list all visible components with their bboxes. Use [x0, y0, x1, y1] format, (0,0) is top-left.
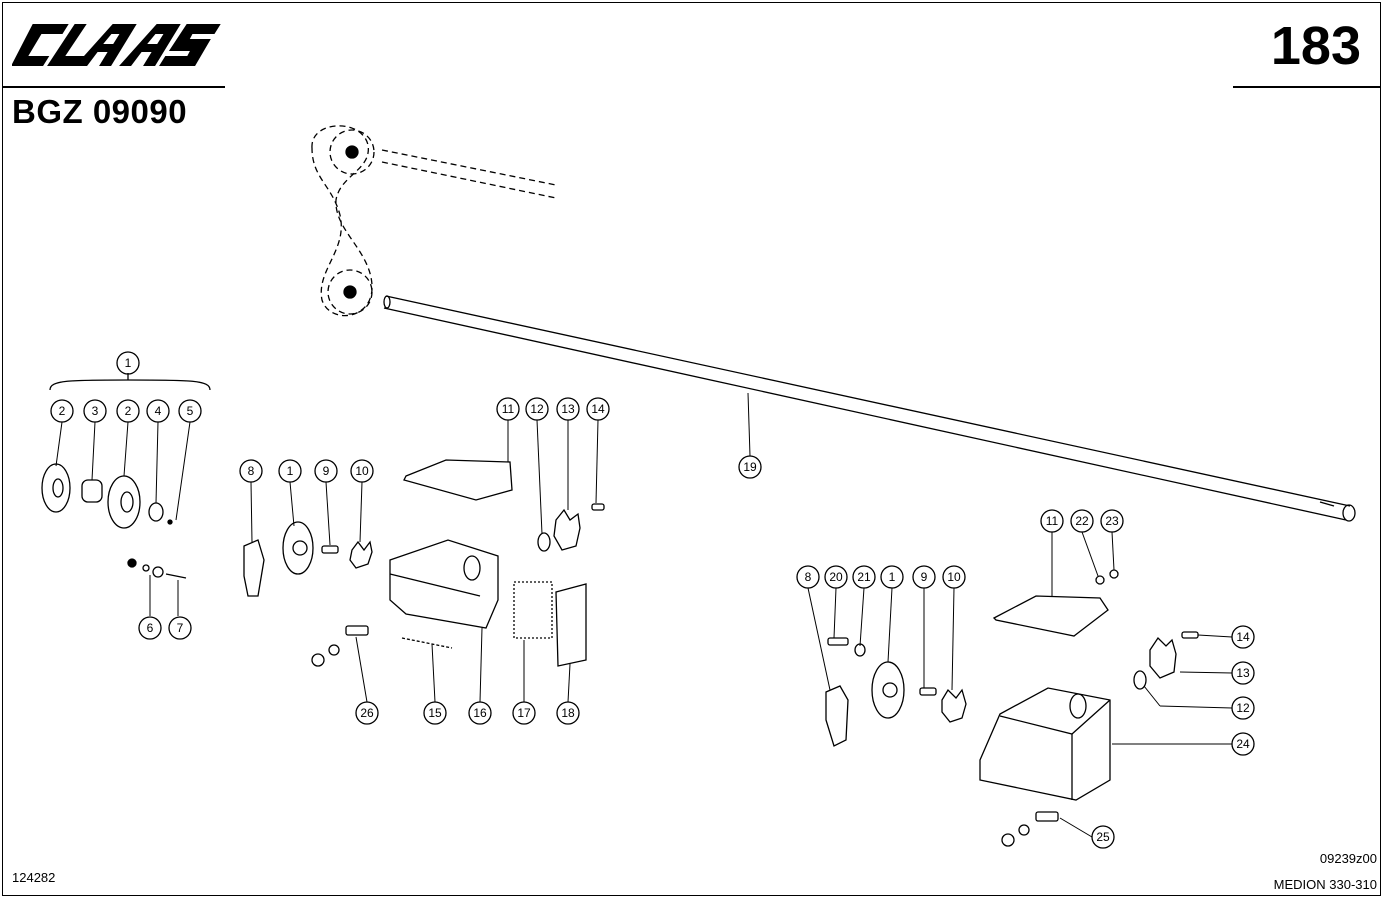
- group-code: BGZ 09090: [12, 93, 188, 130]
- callout-7: 7: [168, 616, 192, 640]
- svg-text:3: 3: [92, 404, 99, 418]
- svg-text:26: 26: [360, 706, 374, 720]
- callout-10: 10: [350, 459, 374, 483]
- svg-text:9: 9: [323, 464, 330, 478]
- svg-text:14: 14: [591, 402, 605, 416]
- callout-24: 24: [1231, 732, 1255, 756]
- svg-text:15: 15: [428, 706, 442, 720]
- header-rule-right: [1233, 86, 1381, 88]
- callout-2: 2: [116, 399, 140, 423]
- svg-text:24: 24: [1236, 737, 1250, 751]
- svg-text:12: 12: [530, 402, 544, 416]
- callout-11: 11: [1040, 509, 1064, 533]
- callout-17: 17: [512, 701, 536, 725]
- leader-lines-right: [807, 531, 1233, 838]
- callout-16: 16: [468, 701, 492, 725]
- svg-text:1: 1: [287, 464, 294, 478]
- footer-left-code: 124282: [12, 870, 56, 885]
- sprocket-hub: [343, 285, 357, 299]
- callout-5: 5: [178, 399, 202, 423]
- svg-text:5: 5: [187, 404, 194, 418]
- footer-drawing-code: 09239z00: [1319, 851, 1377, 866]
- callout-13: 13: [1231, 661, 1255, 685]
- claas-logo: [12, 24, 221, 66]
- svg-text:20: 20: [829, 570, 843, 584]
- sprocket-hub: [345, 145, 359, 159]
- svg-text:4: 4: [155, 404, 162, 418]
- footer-model: MEDION 330-310: [1273, 877, 1377, 892]
- svg-text:8: 8: [805, 570, 812, 584]
- svg-text:1: 1: [125, 356, 132, 370]
- leader-lines-left: [55, 421, 191, 616]
- callout-1: 1: [278, 459, 302, 483]
- callout-1: 1: [880, 565, 904, 589]
- callout-9: 9: [912, 565, 936, 589]
- svg-text:13: 13: [561, 402, 575, 416]
- callout-group: 1 2 3 2 4 5 6 7 8 1 9 10 11 12 13 14 19 …: [50, 351, 1255, 849]
- callout-8: 8: [796, 565, 820, 589]
- callout-12: 12: [1231, 696, 1255, 720]
- callout-23: 23: [1100, 509, 1124, 533]
- callout-12: 12: [525, 397, 549, 421]
- shaft-19: [383, 295, 1356, 522]
- callout-18: 18: [556, 701, 580, 725]
- svg-text:11: 11: [1046, 514, 1059, 528]
- callout-10: 10: [942, 565, 966, 589]
- callout-21: 21: [852, 565, 876, 589]
- svg-text:2: 2: [125, 404, 132, 418]
- svg-text:12: 12: [1236, 701, 1250, 715]
- callout-14: 14: [586, 397, 610, 421]
- callout-6: 6: [138, 616, 162, 640]
- svg-text:25: 25: [1096, 830, 1110, 844]
- callout-19: 19: [738, 455, 762, 479]
- svg-text:19: 19: [743, 460, 757, 474]
- callout-1: 1: [116, 351, 140, 375]
- svg-text:13: 13: [1236, 666, 1250, 680]
- leader-lines-mid: [250, 392, 751, 703]
- callout-20: 20: [824, 565, 848, 589]
- svg-text:1: 1: [889, 570, 896, 584]
- svg-text:11: 11: [502, 402, 515, 416]
- svg-text:17: 17: [517, 706, 531, 720]
- svg-text:23: 23: [1105, 514, 1119, 528]
- callout-26: 26: [355, 701, 379, 725]
- header-rule-left: [3, 86, 225, 88]
- callout-14: 14: [1231, 625, 1255, 649]
- callout-25: 25: [1091, 825, 1115, 849]
- svg-text:14: 14: [1236, 630, 1250, 644]
- callout-9: 9: [314, 459, 338, 483]
- callout-15: 15: [423, 701, 447, 725]
- svg-text:18: 18: [561, 706, 575, 720]
- callout-13: 13: [556, 397, 580, 421]
- svg-text:8: 8: [248, 464, 255, 478]
- gearbox-left: [243, 459, 605, 667]
- svg-text:2: 2: [59, 404, 66, 418]
- callout-3: 3: [83, 399, 107, 423]
- svg-text:9: 9: [921, 570, 928, 584]
- chain-drive-phantom: [311, 125, 557, 317]
- page-number: 183: [1270, 16, 1361, 76]
- callout-22: 22: [1070, 509, 1094, 533]
- svg-text:21: 21: [857, 570, 871, 584]
- svg-text:10: 10: [947, 570, 961, 584]
- callout-8: 8: [239, 459, 263, 483]
- svg-text:22: 22: [1075, 514, 1089, 528]
- svg-text:6: 6: [147, 621, 154, 635]
- svg-text:10: 10: [355, 464, 369, 478]
- svg-text:7: 7: [177, 621, 184, 635]
- svg-text:16: 16: [473, 706, 487, 720]
- callout-11: 11: [496, 397, 520, 421]
- callout-4: 4: [146, 399, 170, 423]
- gearbox-right: [825, 569, 1199, 847]
- callout-2: 2: [50, 399, 74, 423]
